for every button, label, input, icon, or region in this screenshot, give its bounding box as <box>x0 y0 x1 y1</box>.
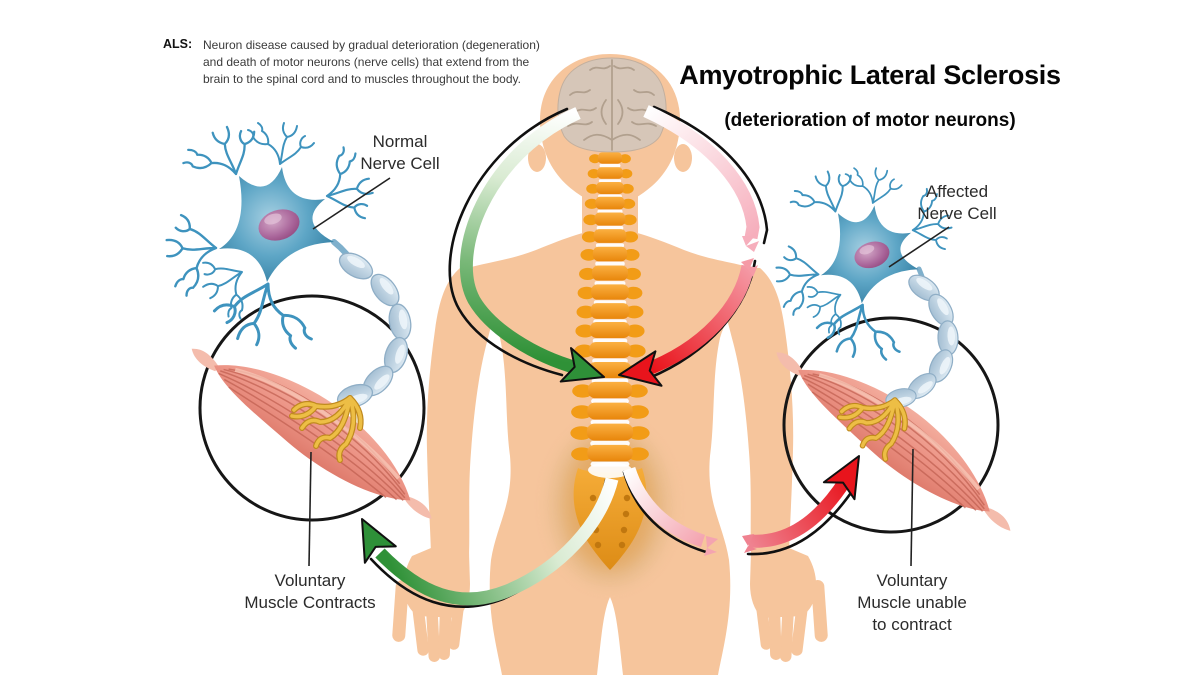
normal-muscle-circle <box>198 294 426 522</box>
page-subtitle: (deterioration of motor neurons) <box>724 110 1016 131</box>
normal-signal-arrow-spine-to-muscle <box>345 477 619 608</box>
page-title: Amyotrophic Lateral Sclerosis <box>679 60 1061 90</box>
normal-axon <box>331 239 415 413</box>
affected-signal-arrow-brain-to-spine-broken <box>615 105 769 394</box>
left-ear <box>528 144 546 172</box>
als-definition-text: Neuron disease caused by gradual deterio… <box>203 38 540 86</box>
title-block: Amyotrophic Lateral Sclerosis (deteriora… <box>635 42 1105 150</box>
normal-nerve-cell-pointer <box>312 177 391 230</box>
pointer-lines <box>308 177 950 567</box>
brain-illustration <box>557 57 667 153</box>
label-normal-nerve-cell: Normal Nerve Cell <box>360 132 440 173</box>
right-ear <box>674 144 692 172</box>
affected-signal-arrow-spine-to-muscle-broken <box>622 446 875 556</box>
normal-signal-arrow-brain-to-spine <box>448 107 611 395</box>
label-voluntary-muscle-unable: Voluntary Muscle unable to contract <box>857 571 967 634</box>
muscle-contracts-pointer <box>308 451 312 567</box>
affected-nerve-cell-pointer <box>888 226 950 268</box>
label-affected-nerve-cell: Affected Nerve Cell <box>917 182 997 223</box>
normal-muscle <box>174 320 458 535</box>
affected-muscle-circle <box>782 316 1000 534</box>
right-arm-hand <box>723 267 829 663</box>
als-definition-term: ALS: <box>163 37 193 51</box>
label-voluntary-muscle-contracts: Voluntary Muscle Contracts <box>244 571 376 612</box>
sacrum <box>573 462 647 570</box>
affected-axon <box>883 266 960 411</box>
muscle-unable-pointer <box>910 448 914 567</box>
